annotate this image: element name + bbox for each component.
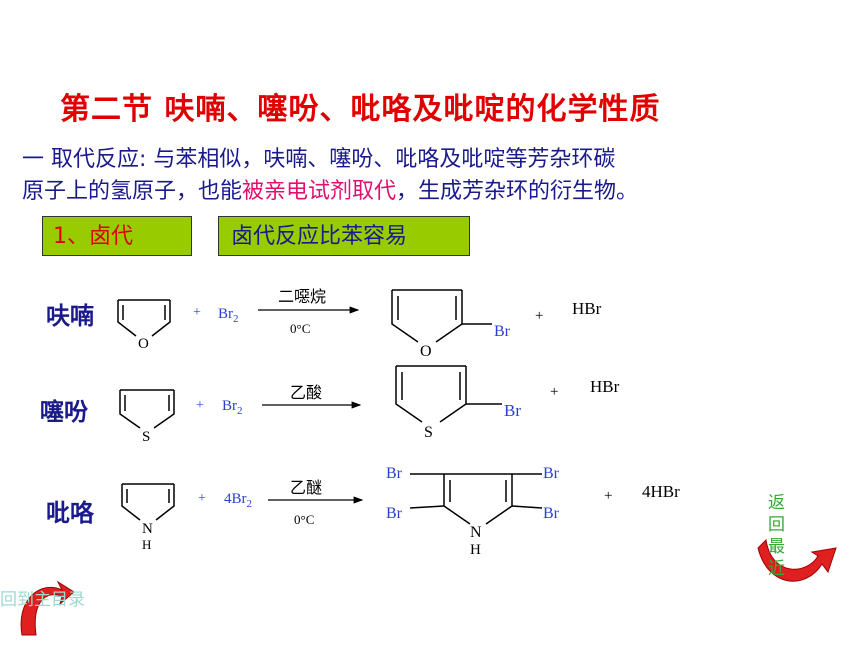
thiophene-product-hetero: S xyxy=(424,424,433,441)
pyrrole-condition-bottom: 0°C xyxy=(294,512,314,527)
reaction-name-pyrrole: 吡咯 xyxy=(46,499,94,527)
pyrrole-plus-2: + xyxy=(604,488,612,504)
reaction-name-thiophene: 噻吩 xyxy=(40,398,88,426)
furan-byproduct: HBr xyxy=(572,299,602,318)
pyrrole-br-top-right: Br xyxy=(543,465,560,482)
reaction-name-furan: 呋喃 xyxy=(46,302,94,330)
pyrrole-br-top-left: Br xyxy=(386,465,403,482)
section-note-box: 卤代反应比苯容易 xyxy=(218,216,470,256)
pyrrole-reactant xyxy=(121,483,175,521)
furan-condition-top: 二噁烷 xyxy=(278,288,326,306)
thiophene-plus: + xyxy=(196,398,204,413)
section-heading: 一 取代反应: xyxy=(22,147,147,172)
furan-plus: + xyxy=(193,305,201,320)
page-title: 第二节 呋喃、噻吩、吡咯及吡啶的化学性质 xyxy=(60,92,661,127)
intro-line-1: 一 取代反应: 与苯相似，呋喃、噻吩、吡咯及吡啶等芳杂环碳 xyxy=(22,141,615,173)
intro-highlight: 被亲电试剂取代 xyxy=(242,179,397,204)
intro-text-1: 与苯相似，呋喃、噻吩、吡咯及吡啶等芳杂环碳 xyxy=(146,147,616,172)
thiophene-reagent: Br2 xyxy=(222,398,243,417)
pyrrole-byproduct: 4HBr xyxy=(642,482,680,501)
intro-text-2a: 原子上的氢原子，也能 xyxy=(22,179,243,204)
pyrrole-hetero-atom: N xyxy=(142,521,153,537)
back-main-arrow-icon[interactable] xyxy=(20,580,75,636)
furan-product-br: Br xyxy=(494,323,511,340)
pyrrole-br-bottom-left: Br xyxy=(386,505,403,522)
pyrrole-product-h: H xyxy=(470,542,481,558)
section-label-box: 1、卤代 xyxy=(42,216,192,256)
pyrrole-plus: + xyxy=(198,491,206,506)
intro-line-2: 原子上的氢原子，也能被亲电试剂取代，生成芳杂环的衍生物。 xyxy=(22,173,638,205)
furan-hetero-atom: O xyxy=(138,336,149,352)
furan-plus-2: + xyxy=(535,308,543,324)
furan-product-hetero: O xyxy=(420,343,432,360)
furan-reactant xyxy=(117,299,171,337)
thiophene-hetero-atom: S xyxy=(142,429,150,445)
back-recent-link[interactable]: 返回最近 xyxy=(768,493,785,579)
furan-reagent: Br2 xyxy=(218,306,239,325)
thiophene-reactant xyxy=(119,389,175,429)
pyrrole-product-hetero: N xyxy=(470,524,482,541)
pyrrole-br-bottom-right: Br xyxy=(543,505,560,522)
intro-text-2b: ，生成芳杂环的衍生物。 xyxy=(396,179,639,204)
thiophene-condition-top: 乙酸 xyxy=(290,384,322,402)
thiophene-product xyxy=(395,365,502,423)
furan-product xyxy=(391,289,492,343)
pyrrole-condition-top: 乙醚 xyxy=(290,479,322,497)
back-recent-arrow-icon[interactable] xyxy=(757,538,837,582)
furan-condition-bottom: 0°C xyxy=(290,321,310,336)
pyrrole-product xyxy=(409,473,543,525)
thiophene-product-br: Br xyxy=(504,401,521,420)
thiophene-byproduct: HBr xyxy=(590,377,620,396)
pyrrole-hetero-h: H xyxy=(142,537,151,552)
thiophene-plus-2: + xyxy=(550,384,558,400)
back-main-link[interactable]: 回到主目录 xyxy=(0,590,85,610)
pyrrole-reagent: 4Br2 xyxy=(224,491,252,510)
